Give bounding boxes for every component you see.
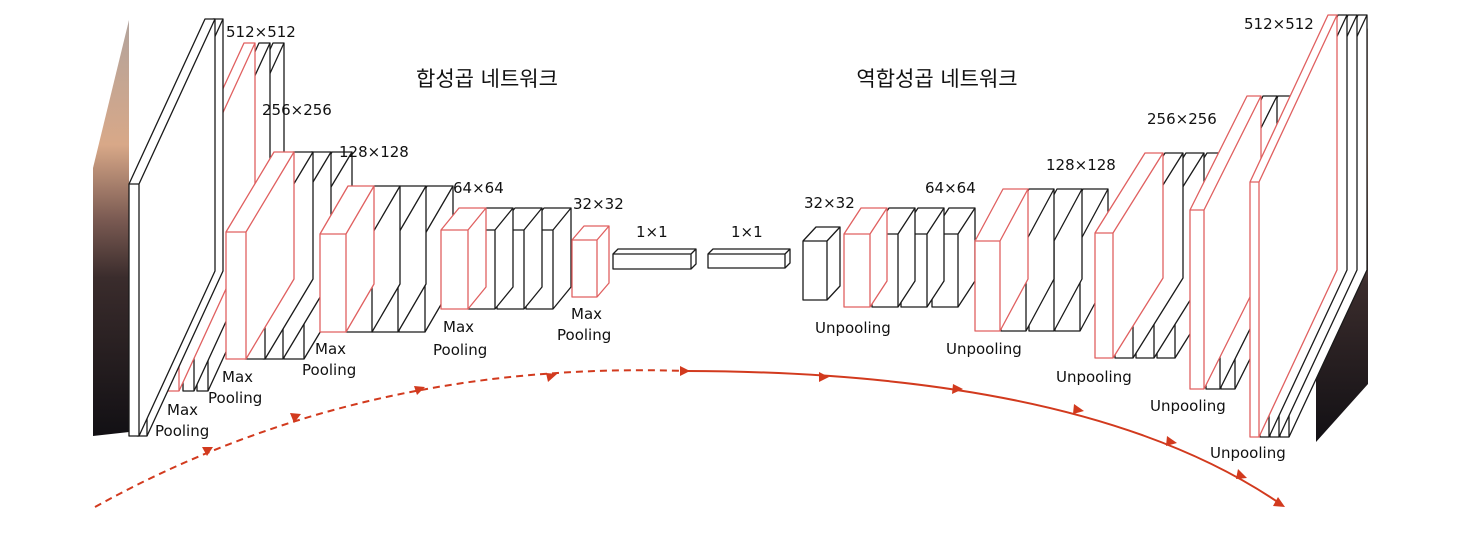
bottleneck-right-edges [708, 248, 791, 268]
dec-256-layer-pool [1094, 152, 1164, 359]
size-label-1-left: 1×1 [636, 223, 668, 241]
flow-arrowhead [546, 373, 557, 382]
enc-32-pool [571, 225, 610, 298]
size-labels: 512×512 256×256 128×128 64×64 32×32 1×1 … [226, 15, 1314, 241]
enc-64-layer-pool [440, 207, 487, 310]
flow-arrowhead [1073, 404, 1084, 414]
size-label-256-decoder: 256×256 [1147, 110, 1217, 128]
unpooling-label-5: Unpooling [1210, 444, 1286, 462]
encoder-flow-arrow [94, 369, 687, 508]
enc-256-layer-pool-edges [226, 151, 295, 359]
dec-256-layer-pool-edges [1095, 152, 1164, 358]
enc-128-layer-pool-edges [320, 185, 375, 332]
dec-32-block-edges [803, 226, 841, 300]
bottleneck-left [612, 248, 697, 270]
bottleneck-left-edges [613, 248, 697, 269]
dec-64-layer-pool-edges [844, 207, 888, 307]
size-label-64-decoder: 64×64 [925, 179, 976, 197]
flow-arrowhead [1236, 469, 1247, 479]
operation-labels: Max Pooling Max Pooling Max Pooling Max … [155, 305, 1286, 462]
unpooling-label-4: Unpooling [1150, 397, 1226, 415]
enc-512-layer-conv-edges [129, 18, 216, 436]
dec-128-layer-pool [974, 188, 1029, 332]
max-pooling-label-2-pooling: Pooling [208, 389, 262, 407]
flow-arrowhead [1166, 436, 1177, 446]
bottleneck-right [707, 248, 791, 269]
dec-32-block [802, 226, 841, 301]
max-pooling-label-5-max: Max [571, 305, 602, 323]
flow-arrowhead [680, 366, 690, 376]
max-pooling-label-5-pooling: Pooling [557, 326, 611, 344]
input-image [93, 20, 129, 436]
unpooling-label-1: Unpooling [815, 319, 891, 337]
flow-arrows [94, 366, 1285, 508]
size-label-1-right: 1×1 [731, 223, 763, 241]
dec-128-layer-pool-edges [975, 188, 1029, 331]
size-label-128-decoder: 128×128 [1046, 156, 1116, 174]
size-label-512-decoder: 512×512 [1244, 15, 1314, 33]
layer-blocks [128, 14, 1368, 438]
max-pooling-label-2-max: Max [222, 368, 253, 386]
max-pooling-label-4-pooling: Pooling [433, 341, 487, 359]
flow-arrowhead [290, 413, 301, 423]
enc-128-layer-pool [319, 185, 375, 333]
decoder-flow-arrow [685, 370, 1283, 506]
max-pooling-label-3-max: Max [315, 340, 346, 358]
flow-arrowhead [952, 384, 963, 394]
enc-64-layer-pool-edges [441, 207, 487, 309]
size-label-64-encoder: 64×64 [453, 179, 504, 197]
size-label-512-encoder: 512×512 [226, 23, 296, 41]
size-label-32-encoder: 32×32 [573, 195, 624, 213]
size-label-32-decoder: 32×32 [804, 194, 855, 212]
dec-512-layer-a-pool-edges [1190, 95, 1262, 389]
flow-arrowheads [202, 366, 1285, 507]
unpooling-label-2: Unpooling [946, 340, 1022, 358]
max-pooling-label-1-max: Max [167, 401, 198, 419]
flow-arrowhead [202, 447, 213, 456]
size-label-256-encoder: 256×256 [262, 101, 332, 119]
encoder-title: 합성곱 네트워크 [416, 67, 558, 91]
size-label-128-encoder: 128×128 [339, 143, 409, 161]
flow-arrowhead [1273, 497, 1285, 507]
max-pooling-label-3-pooling: Pooling [302, 361, 356, 379]
max-pooling-label-1-pooling: Pooling [155, 422, 209, 440]
dec-512-layer-b-pool-edges [1250, 14, 1338, 437]
flow-arrowhead [819, 372, 829, 382]
enc-256-layer-pool [225, 151, 295, 360]
enc-512-layer-conv [128, 18, 216, 437]
enc-32-pool-edges [572, 225, 610, 297]
flow-arrowhead [414, 386, 425, 395]
decoder-title: 역합성곱 네트워크 [856, 67, 1017, 91]
max-pooling-label-4-max: Max [443, 318, 474, 336]
dec-64-layer-pool [843, 207, 888, 308]
unpooling-label-3: Unpooling [1056, 368, 1132, 386]
dec-512-layer-b-pool [1249, 14, 1338, 438]
